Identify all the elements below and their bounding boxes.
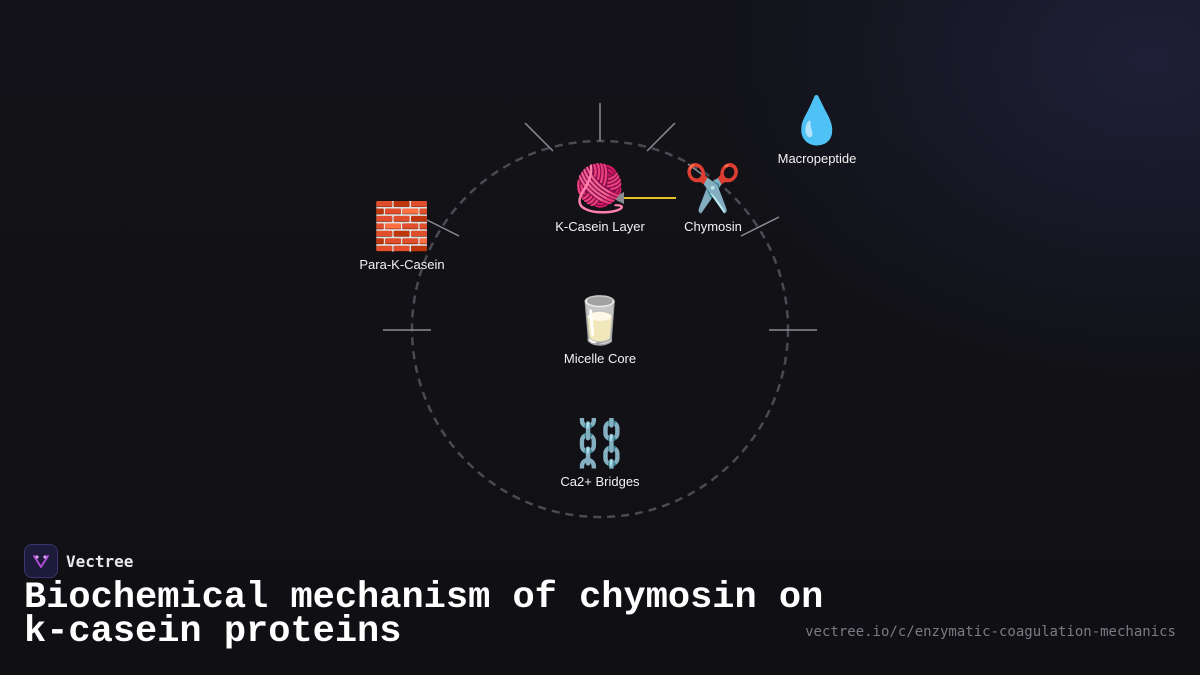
milk-glass-icon: 🥛 — [571, 294, 629, 346]
k-casein-layer-label: K-Casein Layer — [555, 219, 645, 234]
brick-icon: 🧱 — [373, 200, 431, 252]
vectree-logo-icon — [24, 544, 58, 578]
vectree-logo-mark — [33, 555, 49, 568]
cleavage-arrow — [612, 192, 676, 204]
chymosin-node: ✂️ Chymosin — [643, 161, 783, 234]
para-k-casein-label: Para-K-Casein — [359, 257, 445, 272]
tick-chymosin — [687, 163, 716, 185]
chymosin-label: Chymosin — [684, 219, 742, 234]
tick-top-right — [646, 122, 676, 152]
cleavage-arrowhead — [612, 192, 624, 204]
macropeptide-node: 💧 Macropeptide — [747, 93, 887, 166]
page-title: Biochemical mechanism of chymosin on k-c… — [24, 577, 824, 653]
tick-upper-right — [740, 216, 780, 237]
brand[interactable]: Vectree — [24, 544, 133, 578]
scissors-icon: ✂️ — [684, 162, 742, 214]
k-casein-layer-node: 🧶 K-Casein Layer — [530, 161, 670, 234]
macropeptide-label: Macropeptide — [777, 151, 857, 166]
yarn-icon: 🧶 — [571, 162, 629, 214]
ca-bridges-label: Ca2+ Bridges — [560, 474, 640, 489]
droplet-icon: 💧 — [788, 94, 846, 146]
ca-bridges-node: ⛓️ Ca2+ Bridges — [530, 416, 670, 489]
source-url[interactable]: vectree.io/c/enzymatic-coagulation-mecha… — [805, 624, 1176, 640]
micelle-core-label: Micelle Core — [563, 351, 637, 366]
chain-icon: ⛓️ — [571, 417, 629, 469]
tick-top-left — [524, 122, 554, 152]
brand-name: Vectree — [66, 551, 134, 571]
tick-upper-left — [420, 216, 460, 237]
para-k-casein-node: 🧱 Para-K-Casein — [332, 199, 472, 272]
micelle-core-node: 🥛 Micelle Core — [530, 293, 670, 366]
ring-ticks — [383, 103, 817, 331]
